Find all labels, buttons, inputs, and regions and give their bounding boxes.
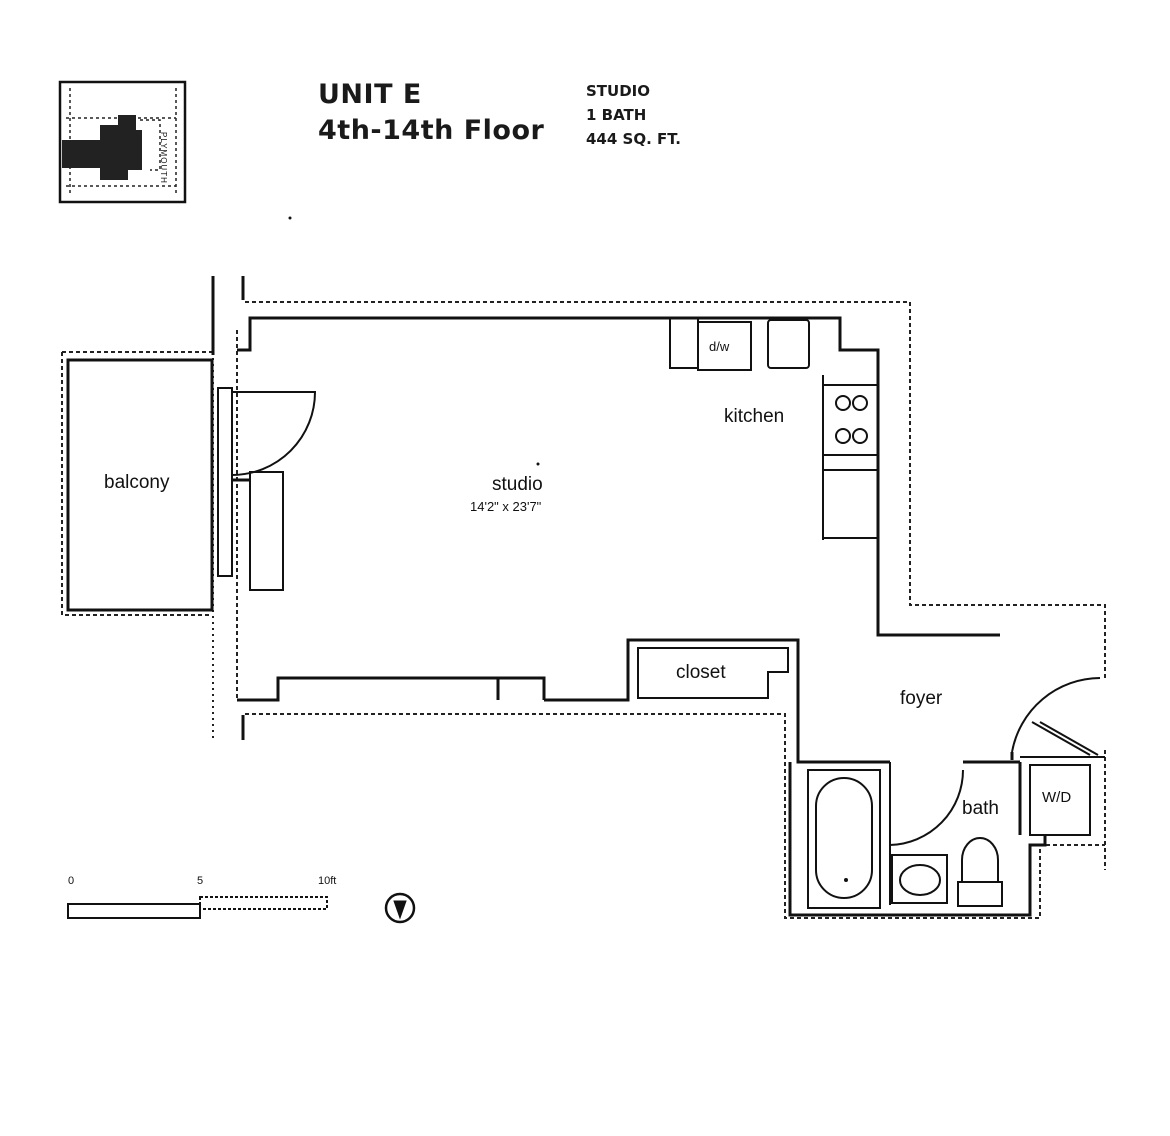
room-label-studio: studio	[492, 474, 543, 495]
room-label-kitchen: kitchen	[724, 406, 785, 427]
scale-tick-5: 5	[197, 875, 204, 887]
studio-dimensions: 14'2" x 23'7"	[470, 499, 542, 514]
key-plan-street-label: PLYMOUTH	[159, 132, 168, 184]
scale-tick-10: 10ft	[318, 875, 337, 887]
square-footage: 444 SQ. FT.	[586, 130, 681, 148]
floor-range: 4th-14th Floor	[318, 115, 545, 146]
dishwasher-label: d/w	[709, 339, 730, 354]
key-plan-frame	[58, 80, 187, 204]
room-label-balcony: balcony	[104, 472, 170, 493]
bath-count: 1 BATH	[586, 106, 647, 124]
unit-type: STUDIO	[586, 82, 650, 100]
scale-tick-0: 0	[68, 875, 75, 887]
key-plan-building	[62, 115, 142, 180]
room-label-bath: bath	[962, 798, 999, 819]
room-label-closet: closet	[676, 662, 726, 683]
washer-dryer-label: W/D	[1042, 789, 1072, 806]
room-label-foyer: foyer	[900, 688, 943, 709]
unit-title: UNIT E	[318, 79, 422, 110]
